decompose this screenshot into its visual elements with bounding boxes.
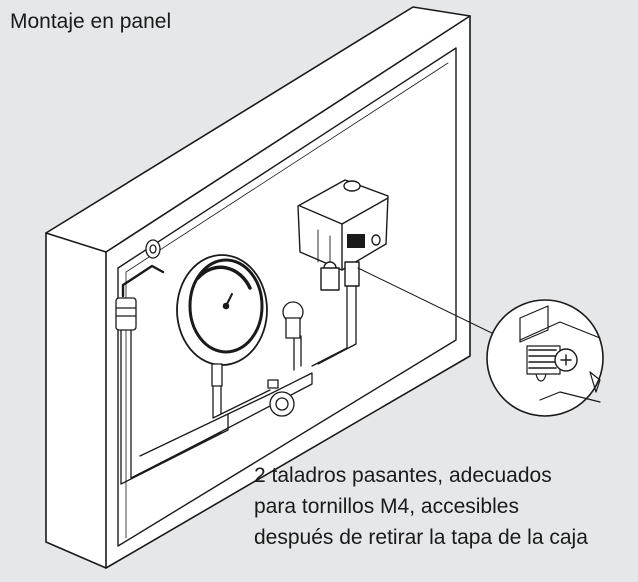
- piping: [120, 285, 357, 485]
- pressure-switch-icon: [297, 179, 389, 291]
- detail-leader-line: [357, 267, 499, 337]
- shutoff-valve: [267, 379, 295, 417]
- screw-detail-magnifier-icon: [486, 299, 604, 417]
- diagram-title: Montaje en panel: [10, 10, 172, 33]
- check-valve: [282, 301, 304, 339]
- pipe-fitting: [115, 297, 137, 331]
- pressure-gauge-icon: [176, 254, 268, 387]
- caption-line: 2 taladros pasantes, adecuados: [254, 464, 552, 487]
- allen-key-icon: [121, 264, 165, 298]
- caption-line: para tornillos M4, accesibles: [254, 495, 519, 518]
- mounting-hole: [145, 239, 161, 259]
- caption-line: después de retirar la tapa de la caja: [254, 526, 588, 549]
- diagram-caption: 2 taladros pasantes, adecuados para torn…: [254, 460, 588, 553]
